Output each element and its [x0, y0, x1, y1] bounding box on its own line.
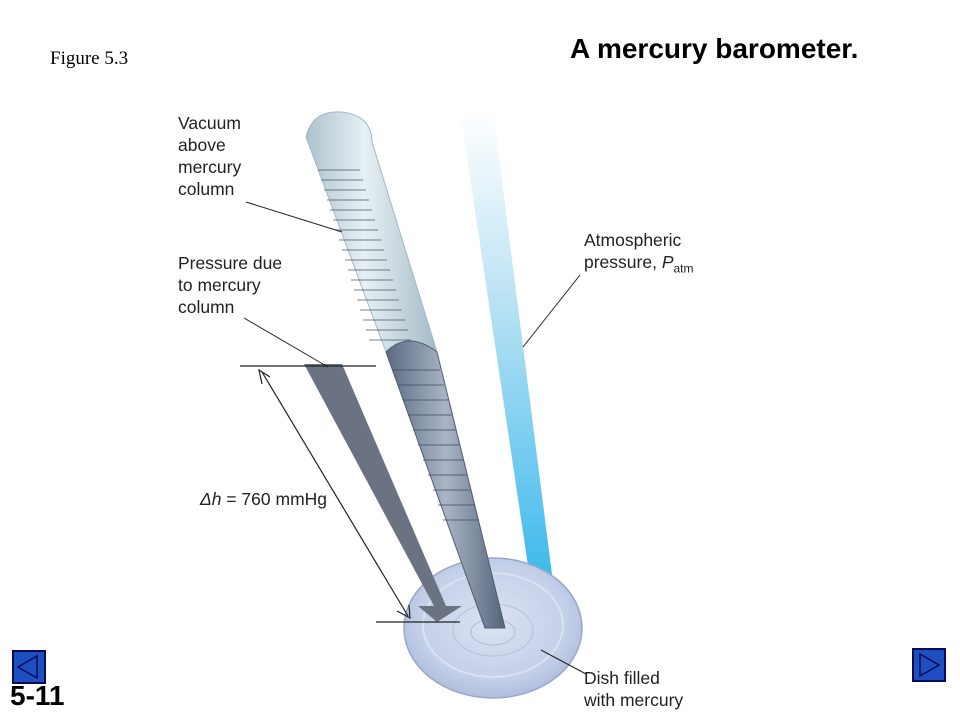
triangle-right-icon — [919, 652, 941, 678]
previous-slide-button[interactable] — [12, 650, 46, 684]
pressure-column-label: Pressure due to mercury column — [178, 253, 283, 317]
figure-label: Figure 5.3 — [50, 48, 129, 69]
glass-tube — [305, 111, 438, 353]
slide-number: 5-11 — [10, 680, 65, 711]
next-slide-button[interactable] — [912, 648, 946, 682]
delta-h-label: Δh = 760 mmHg — [200, 489, 328, 509]
atmospheric-pressure-label: Atmospheric pressure, Patm — [584, 230, 694, 276]
slide-title: A mercury barometer. — [570, 33, 859, 64]
atmospheric-pressure-arrow — [460, 110, 578, 622]
dish-label: Dish filled with mercury — [584, 668, 684, 710]
tube-graduations — [318, 169, 411, 341]
mercury-column — [385, 340, 506, 629]
leader-lines — [243, 201, 587, 675]
triangle-left-icon — [16, 654, 38, 680]
mercury-pressure-arrow — [304, 364, 462, 622]
vacuum-label: Vacuum above mercury column — [178, 113, 242, 199]
height-measurement — [240, 365, 460, 623]
